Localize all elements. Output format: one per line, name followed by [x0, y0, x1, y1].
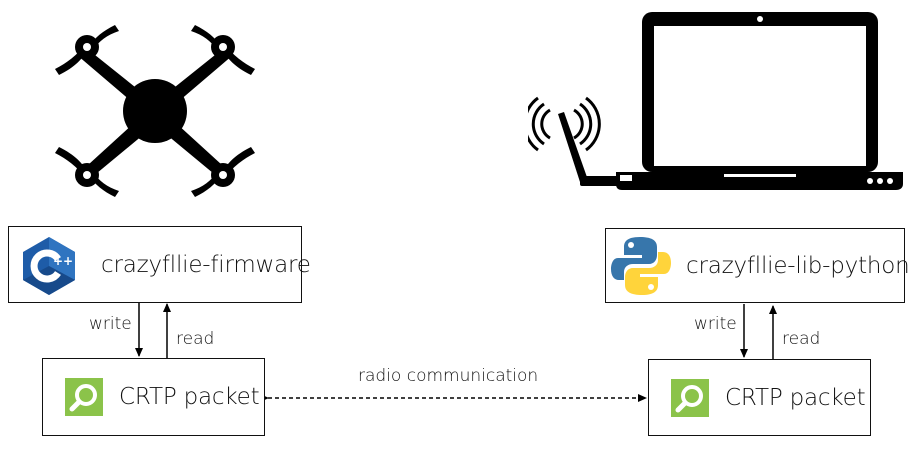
left-software-label: crazyfllie-firmware	[101, 251, 311, 278]
left-software-box: ++ crazyfllie-firmware	[8, 226, 311, 303]
left-packet-box: CRTP packet	[42, 358, 265, 436]
right-software-box: crazyfllie-lib-python	[605, 228, 910, 303]
svg-text:++: ++	[53, 254, 73, 268]
packet-icon	[671, 379, 709, 417]
cpp-logo-icon: ++	[23, 237, 75, 295]
radio-communication-label: radio communication	[358, 366, 539, 386]
antenna-icon	[528, 96, 620, 186]
right-read-label: read	[782, 329, 821, 349]
right-packet-box: CRTP packet	[648, 359, 871, 436]
right-write-label: write	[694, 314, 737, 334]
laptop-icon	[616, 12, 903, 190]
drone-icon	[55, 25, 255, 197]
left-write-label: write	[89, 314, 132, 334]
packet-icon	[65, 378, 103, 416]
right-software-label: crazyfllie-lib-python	[686, 252, 910, 279]
right-packet-label: CRTP packet	[725, 384, 866, 411]
left-read-label: read	[176, 329, 215, 349]
python-logo-icon	[611, 237, 671, 295]
left-packet-label: CRTP packet	[119, 384, 260, 410]
